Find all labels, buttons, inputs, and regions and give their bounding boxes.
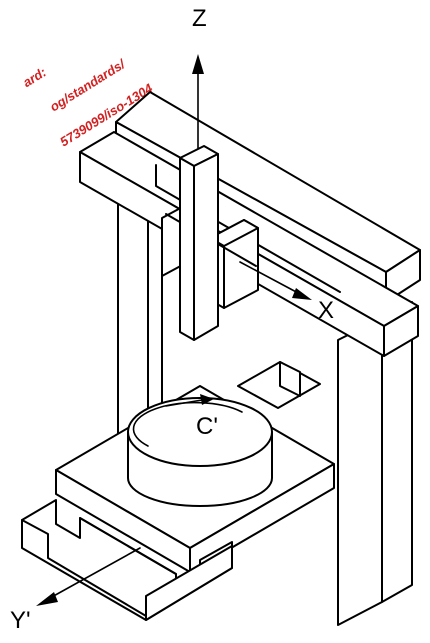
c-axis-label: C' bbox=[196, 413, 218, 440]
rotary-table bbox=[127, 394, 273, 507]
z-axis-arrow bbox=[192, 54, 204, 149]
base-side bbox=[145, 545, 233, 621]
right-column-front bbox=[337, 317, 383, 626]
watermark-line-1: ard: bbox=[20, 64, 49, 90]
rotation-arrow-shaft bbox=[165, 399, 203, 407]
z-axis-label: Z bbox=[192, 5, 207, 32]
y-axis-shaft bbox=[49, 547, 141, 599]
x-axis-head bbox=[292, 288, 312, 300]
x-axis-label: X bbox=[318, 297, 334, 324]
x-axis-shaft bbox=[239, 261, 301, 295]
rotary-inner-arc bbox=[132, 401, 243, 447]
bed-back-side bbox=[279, 361, 301, 397]
cross-rail-end bbox=[383, 305, 419, 357]
y-axis-label: Y' bbox=[10, 607, 31, 634]
base-groove bbox=[21, 519, 147, 617]
rotation-arrow-head bbox=[200, 394, 214, 405]
y-axis-head bbox=[36, 592, 58, 606]
rail-guide bbox=[155, 164, 341, 293]
bed-back bbox=[237, 361, 321, 409]
ram bbox=[179, 145, 219, 341]
ram-right bbox=[193, 153, 219, 341]
z-axis-head bbox=[192, 54, 204, 74]
saddle-top bbox=[209, 219, 259, 247]
ram-left bbox=[179, 157, 195, 341]
x-axis-arrow bbox=[239, 261, 312, 300]
rotary-table-top bbox=[127, 397, 273, 467]
base-rail bbox=[79, 517, 177, 575]
y-axis-arrow bbox=[36, 547, 141, 606]
base bbox=[21, 499, 233, 621]
